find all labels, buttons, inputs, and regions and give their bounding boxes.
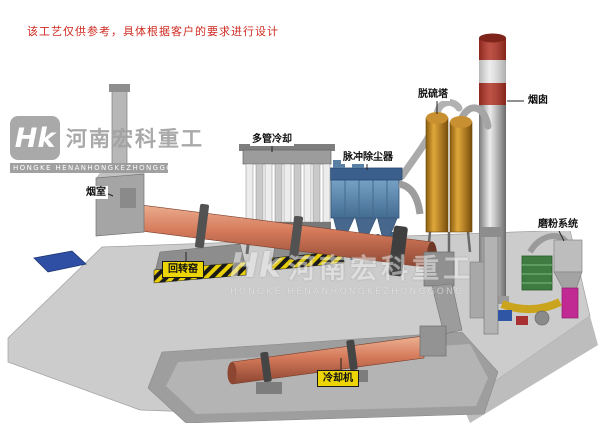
disclaimer-text: 该工艺仅供参考，具体根据客户的要求进行设计 — [27, 25, 279, 38]
blue-ground-panel — [33, 250, 87, 273]
watermark-logo: Hk 河南宏科重工 HONGKE HENANHONGKEZHONGGONG — [10, 116, 204, 173]
company-name-cn: 河南宏科重工 — [66, 127, 204, 151]
label-desulfurization-tower: 脱硫塔 — [416, 88, 450, 101]
grinding-system-graphic — [480, 227, 583, 335]
logo-abbr-text: Hk — [14, 122, 56, 154]
desulfurization-towers-graphic — [398, 98, 492, 253]
hongke-logo-icon: Hk — [10, 116, 60, 160]
company-name-en: HONGKE HENANHONGKEZHONGGONG — [10, 163, 168, 173]
label-chimney: 烟囱 — [526, 94, 550, 107]
label-grinding-system: 磨粉系统 — [536, 218, 580, 231]
label-smoke-chamber: 烟室 — [84, 186, 108, 199]
watermark-logo-row: Hk 河南宏科重工 — [10, 116, 204, 160]
kiln-discharge-transfer — [423, 251, 489, 335]
label-multi-tube-cooler: 多管冷却 — [250, 133, 294, 146]
label-pulse-dust-collector: 脉冲除尘器 — [341, 151, 395, 164]
label-rotary-kiln: 回转窑 — [162, 261, 204, 278]
label-cooler: 冷却机 — [317, 370, 359, 387]
pulse-dust-collector-graphic — [327, 160, 424, 260]
